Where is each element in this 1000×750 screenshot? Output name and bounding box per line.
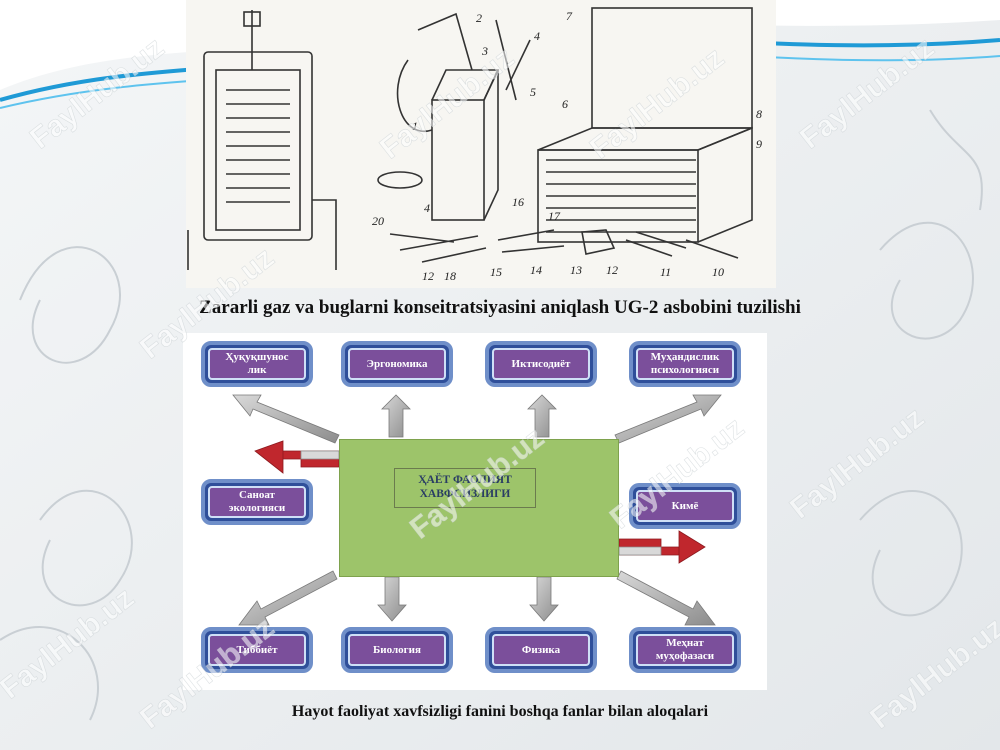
node-mehnat: Меҳнат муҳофазаси <box>629 627 741 673</box>
illus-label-2: 2 <box>476 11 482 25</box>
arrow-layer <box>232 394 722 626</box>
bottom-caption: Hayot faoliyat xavfsizligi fanini boshqa… <box>291 703 709 720</box>
arrow-to-fizika <box>529 576 559 622</box>
illus-label-5: 5 <box>530 85 536 99</box>
arrow-to-mehnat <box>616 570 716 626</box>
device-illustration: 2 3 4 5 1 7 6 8 9 20 4 16 17 12 18 15 14… <box>186 0 776 288</box>
arrow-to-tibbiyot <box>238 570 338 626</box>
watermark: FaylHub.uz <box>24 31 170 156</box>
node-label: Физика <box>492 634 590 666</box>
node-sanoat: Саноат экологияси <box>201 479 313 525</box>
illus-label-7: 7 <box>566 9 573 23</box>
illus-label-10: 10 <box>712 265 724 279</box>
node-label: Меҳнат муҳофазаси <box>636 634 734 666</box>
illus-label-3: 3 <box>481 44 488 58</box>
illus-label-12b: 12 <box>606 263 618 277</box>
node-fizika: Физика <box>485 627 597 673</box>
node-biologiya: Биология <box>341 627 453 673</box>
watermark: FaylHub.uz <box>0 581 140 706</box>
illus-label-8: 8 <box>756 107 762 121</box>
watermark: FaylHub.uz <box>794 31 940 156</box>
illus-label-4: 4 <box>534 29 540 43</box>
illus-label-15: 15 <box>490 265 502 279</box>
node-ergonomika: Эргономика <box>341 341 453 387</box>
illus-label-17: 17 <box>548 209 561 223</box>
relationship-diagram: ҲАЁТ ФАОЛИЯТ ХАВФСИЗЛИГИ Ҳуқуқшунос лик … <box>183 333 767 690</box>
node-kimyo: Кимё <box>629 483 741 529</box>
illus-label-11: 11 <box>660 265 671 279</box>
arrow-to-ergonomika <box>381 394 411 438</box>
illus-label-1: 1 <box>412 119 418 133</box>
arrow-to-muhandislik <box>614 394 722 444</box>
node-iqtisodiyot: Иктисодиёт <box>485 341 597 387</box>
node-label: Кимё <box>636 490 734 522</box>
arrow-to-huquqshunoslik <box>232 394 340 444</box>
node-label: Биология <box>348 634 446 666</box>
node-label: Иктисодиёт <box>492 348 590 380</box>
node-tibbiyot: Тиббиёт <box>201 627 313 673</box>
center-node: ҲАЁТ ФАОЛИЯТ ХАВФСИЗЛИГИ <box>339 439 619 577</box>
arrow-to-iqtisodiyot <box>527 394 557 438</box>
arrow-to-biologiya <box>377 576 407 622</box>
node-huquqshunoslik: Ҳуқуқшунос лик <box>201 341 313 387</box>
node-label: Тиббиёт <box>208 634 306 666</box>
illus-label-9: 9 <box>756 137 762 151</box>
illus-label-6: 6 <box>562 97 568 111</box>
illus-label-14: 14 <box>530 263 542 277</box>
illus-label-13: 13 <box>570 263 582 277</box>
illus-label-20: 20 <box>372 214 384 228</box>
illus-label-16: 16 <box>512 195 524 209</box>
top-caption: Zararli gaz va buglarni konseitratsiyasi… <box>199 297 801 318</box>
node-muhandislik: Муҳандислик психологияси <box>629 341 741 387</box>
watermark: FaylHub.uz <box>784 401 930 526</box>
node-label: Муҳандислик психологияси <box>636 348 734 380</box>
ug2-device-drawing: 2 3 4 5 1 7 6 8 9 20 4 16 17 12 18 15 14… <box>187 7 762 283</box>
illus-label-12: 12 <box>422 269 434 283</box>
node-label: Саноат экологияси <box>208 486 306 518</box>
illus-label-4b: 4 <box>424 201 430 215</box>
node-label: Эргономика <box>348 348 446 380</box>
illus-label-18: 18 <box>444 269 456 283</box>
node-label: Ҳуқуқшунос лик <box>208 348 306 380</box>
center-title: ҲАЁТ ФАОЛИЯТ ХАВФСИЗЛИГИ <box>394 468 536 508</box>
